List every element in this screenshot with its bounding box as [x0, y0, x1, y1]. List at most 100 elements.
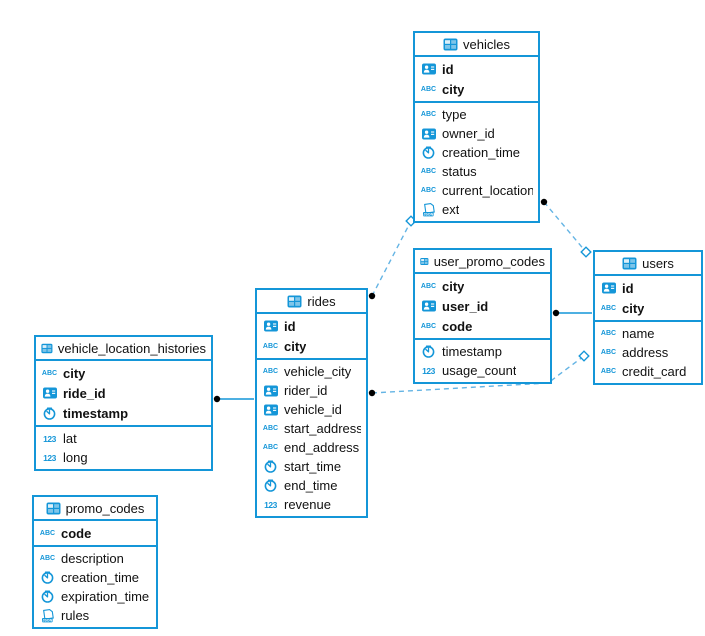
primary-key-field-row: id [415, 59, 538, 79]
field-label: city [284, 338, 307, 354]
relationship-rides-to-vehicles [368, 215, 417, 300]
table-title: users [642, 255, 674, 271]
json-type-icon: JSON [39, 608, 56, 623]
primary-key-field-row: ABC city [257, 336, 366, 356]
relationship-vehicles-to-users [540, 198, 592, 258]
field-label: creation_time [61, 570, 140, 585]
text-type-icon: ABC [420, 282, 437, 290]
field-label: id [622, 280, 634, 296]
field-label: name [622, 326, 655, 341]
field-row: creation_time [415, 143, 538, 162]
svg-text:JSON: JSON [42, 618, 52, 622]
table-icon [443, 38, 458, 50]
text-type-icon: ABC [262, 342, 279, 350]
field-label: end_address [284, 440, 360, 455]
field-label: user_id [442, 298, 489, 314]
field-label: expiration_time [61, 589, 150, 604]
edge-dot-endpoint [368, 389, 376, 397]
field-label: type [442, 107, 467, 122]
primary-key-field-row: id [595, 278, 701, 298]
relationship-line [371, 220, 412, 297]
text-type-icon: ABC [600, 304, 617, 312]
text-type-icon: ABC [420, 322, 437, 330]
field-row: ABC description [34, 549, 156, 568]
id-type-icon [420, 128, 437, 140]
field-label: start_time [284, 459, 342, 474]
clock-type-icon [262, 460, 279, 473]
field-row: timestamp [415, 342, 550, 361]
field-label: code [442, 318, 473, 334]
primary-key-field-row: id [257, 316, 366, 336]
field-label: creation_time [442, 145, 521, 160]
fields-section: ABC description creation_time expiration_ti… [34, 547, 156, 627]
text-type-icon: ABC [420, 111, 437, 118]
table-title: user_promo_codes [433, 253, 545, 269]
field-label: rules [61, 608, 90, 623]
field-label: vehicle_id [284, 402, 342, 417]
text-type-icon: ABC [262, 444, 279, 451]
text-type-icon: ABC [420, 85, 437, 93]
relationship-user_promo_codes-to-users [552, 309, 592, 317]
id-type-icon [420, 300, 437, 312]
field-label: long [63, 450, 88, 465]
table-title: rides [307, 293, 336, 309]
clock-type-icon [39, 571, 56, 584]
field-row: vehicle_id [257, 400, 366, 419]
table-title: promo_codes [65, 500, 145, 516]
edge-dot-endpoint [540, 198, 548, 206]
table-icon [287, 295, 302, 307]
clock-type-icon [39, 590, 56, 603]
number-type-icon: 123 [422, 365, 435, 376]
primary-key-field-row: user_id [415, 296, 550, 316]
primary-key-section: ABC city ride_id timestamp [36, 361, 211, 427]
table-header: vehicles [415, 33, 538, 57]
svg-text:JSON: JSON [423, 212, 433, 216]
text-type-icon: ABC [600, 349, 617, 356]
relationship-line [543, 201, 587, 253]
field-label: vehicle_city [284, 364, 352, 379]
field-label: city [622, 300, 645, 316]
table-icon [41, 343, 53, 353]
field-label: city [63, 365, 86, 381]
field-label: description [61, 551, 124, 566]
id-type-icon [600, 282, 617, 294]
field-label: timestamp [442, 344, 502, 359]
field-row: ABC address [595, 343, 701, 362]
table-header: user_promo_codes [415, 250, 550, 274]
field-label: city [442, 278, 465, 294]
id-type-icon [41, 387, 58, 399]
primary-key-field-row: ABC city [595, 298, 701, 318]
field-label: id [442, 61, 454, 77]
table-header: users [595, 252, 701, 276]
primary-key-field-row: ride_id [36, 383, 211, 403]
text-type-icon: ABC [39, 555, 56, 562]
field-row: owner_id [415, 124, 538, 143]
field-row: end_time [257, 476, 366, 495]
number-type-icon: 123 [264, 499, 277, 510]
text-type-icon: ABC [41, 369, 58, 377]
field-label: current_location [442, 183, 533, 198]
field-label: address [622, 345, 669, 360]
text-type-icon: ABC [420, 187, 437, 194]
edge-diamond-endpoint [578, 350, 590, 362]
text-type-icon: ABC [39, 529, 56, 537]
field-label: timestamp [63, 405, 129, 421]
table-icon [622, 257, 637, 269]
primary-key-field-row: ABC city [415, 276, 550, 296]
